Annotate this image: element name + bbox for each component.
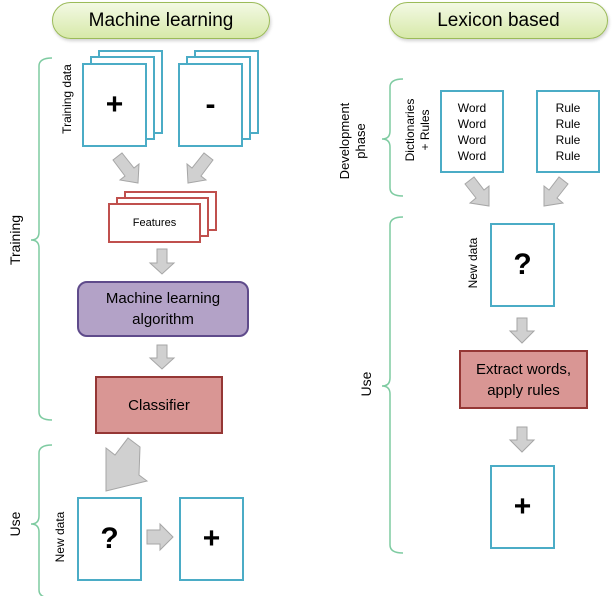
left-new-data-doc: ? [77, 497, 142, 581]
right-new-data-doc: ? [490, 223, 555, 307]
left-new-data-label: New data [53, 511, 67, 563]
word-item: Word [457, 116, 487, 131]
right-result-doc: + [490, 465, 555, 549]
positive-training-doc: + [82, 63, 147, 147]
dictionaries-label-line2: + Rules [418, 109, 432, 151]
arrow-plus-to-features [112, 152, 140, 184]
development-label-line2: phase [353, 123, 368, 159]
extract-label: Extract words, apply rules [475, 360, 572, 399]
development-label-line1: Development [337, 102, 352, 180]
word-dictionary-box: Word Word Word Word [440, 90, 504, 173]
positive-symbol: + [105, 88, 124, 121]
rule-item: Rule [555, 116, 581, 131]
left-unknown-symbol: ? [100, 522, 119, 555]
dictionaries-label-line1: Dictionaries [403, 98, 417, 162]
rule-item: Rule [555, 100, 581, 115]
rule-list-box: Rule Rule Rule Rule [536, 90, 600, 173]
negative-symbol: - [205, 88, 216, 121]
algorithm-label: Machine learning algorithm [105, 290, 221, 328]
machine-learning-title: Machine learning [52, 2, 270, 39]
left-use-bracket [30, 444, 53, 596]
features-card: Features [108, 203, 201, 243]
arrow-minus-to-features [186, 152, 214, 184]
word-item: Word [457, 100, 487, 115]
left-use-label: Use [7, 511, 23, 537]
features-label: Features [132, 216, 177, 229]
arrow-algorithm-to-classifier [148, 344, 176, 370]
rule-item: Rule [555, 132, 581, 147]
arrow-features-to-algorithm [148, 248, 176, 275]
training-data-label: Training data [60, 64, 74, 134]
negative-training-doc: - [178, 63, 243, 147]
arrow-extract-to-result [508, 426, 536, 453]
arrow-classifier-to-new-data [105, 437, 149, 492]
word-item: Word [457, 132, 487, 147]
right-result-symbol: + [513, 490, 532, 523]
right-unknown-symbol: ? [513, 248, 532, 281]
training-label: Training [7, 214, 23, 266]
lexicon-based-title: Lexicon based [389, 2, 608, 39]
dictionaries-rules-label: Dictionaries + Rules [403, 80, 433, 180]
lexicon-based-title-text: Lexicon based [437, 9, 560, 31]
classifier-box: Classifier [95, 376, 223, 434]
right-use-label: Use [358, 371, 374, 397]
development-phase-label: Development phase [337, 91, 369, 191]
left-result-doc: + [179, 497, 244, 581]
classifier-label: Classifier [128, 396, 190, 414]
training-bracket [30, 57, 53, 421]
arrow-unknown-to-result [146, 522, 174, 552]
machine-learning-title-text: Machine learning [88, 9, 234, 31]
arrow-new-data-to-extract [508, 317, 536, 344]
word-item: Word [457, 148, 487, 163]
right-new-data-label: New data [466, 237, 480, 289]
machine-learning-algorithm-box: Machine learning algorithm [77, 281, 249, 337]
arrow-words-to-new-data [464, 176, 490, 207]
left-result-symbol: + [202, 522, 221, 555]
arrow-rules-to-new-data [543, 176, 569, 207]
extract-words-box: Extract words, apply rules [459, 350, 588, 409]
right-use-bracket [381, 216, 404, 554]
rule-item: Rule [555, 148, 581, 163]
development-bracket [381, 78, 404, 197]
